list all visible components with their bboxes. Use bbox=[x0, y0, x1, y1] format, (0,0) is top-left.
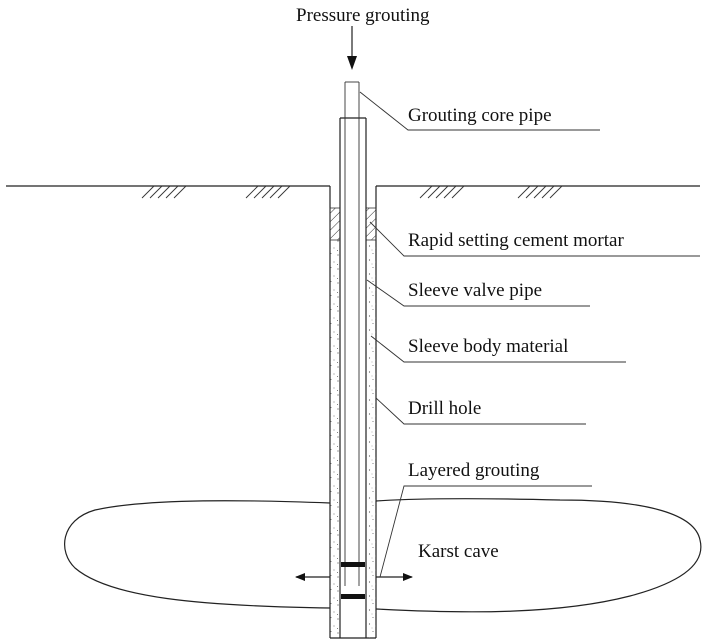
sleeve-valve-pipe bbox=[339, 117, 367, 638]
leader-lines bbox=[359, 91, 700, 578]
cement-mortar-plug bbox=[329, 207, 377, 241]
label-karst-cave: Karst cave bbox=[418, 541, 499, 562]
packers bbox=[341, 562, 365, 599]
ground-hatch-symbols bbox=[141, 185, 563, 199]
label-rapid-setting-cement-mortar: Rapid setting cement mortar bbox=[408, 230, 624, 251]
label-sleeve-body-material: Sleeve body material bbox=[408, 336, 568, 357]
label-pressure-grouting: Pressure grouting bbox=[296, 5, 430, 26]
pressure-grouting-arrow bbox=[347, 26, 357, 70]
karst-cave-outline bbox=[64, 498, 702, 613]
sleeve-body-material bbox=[330, 240, 376, 638]
label-grouting-core-pipe: Grouting core pipe bbox=[408, 105, 552, 126]
label-drill-hole: Drill hole bbox=[408, 398, 481, 419]
label-sleeve-valve-pipe: Sleeve valve pipe bbox=[408, 280, 542, 301]
label-layered-grouting: Layered grouting bbox=[408, 460, 540, 481]
grouting-core-pipe bbox=[344, 81, 360, 586]
